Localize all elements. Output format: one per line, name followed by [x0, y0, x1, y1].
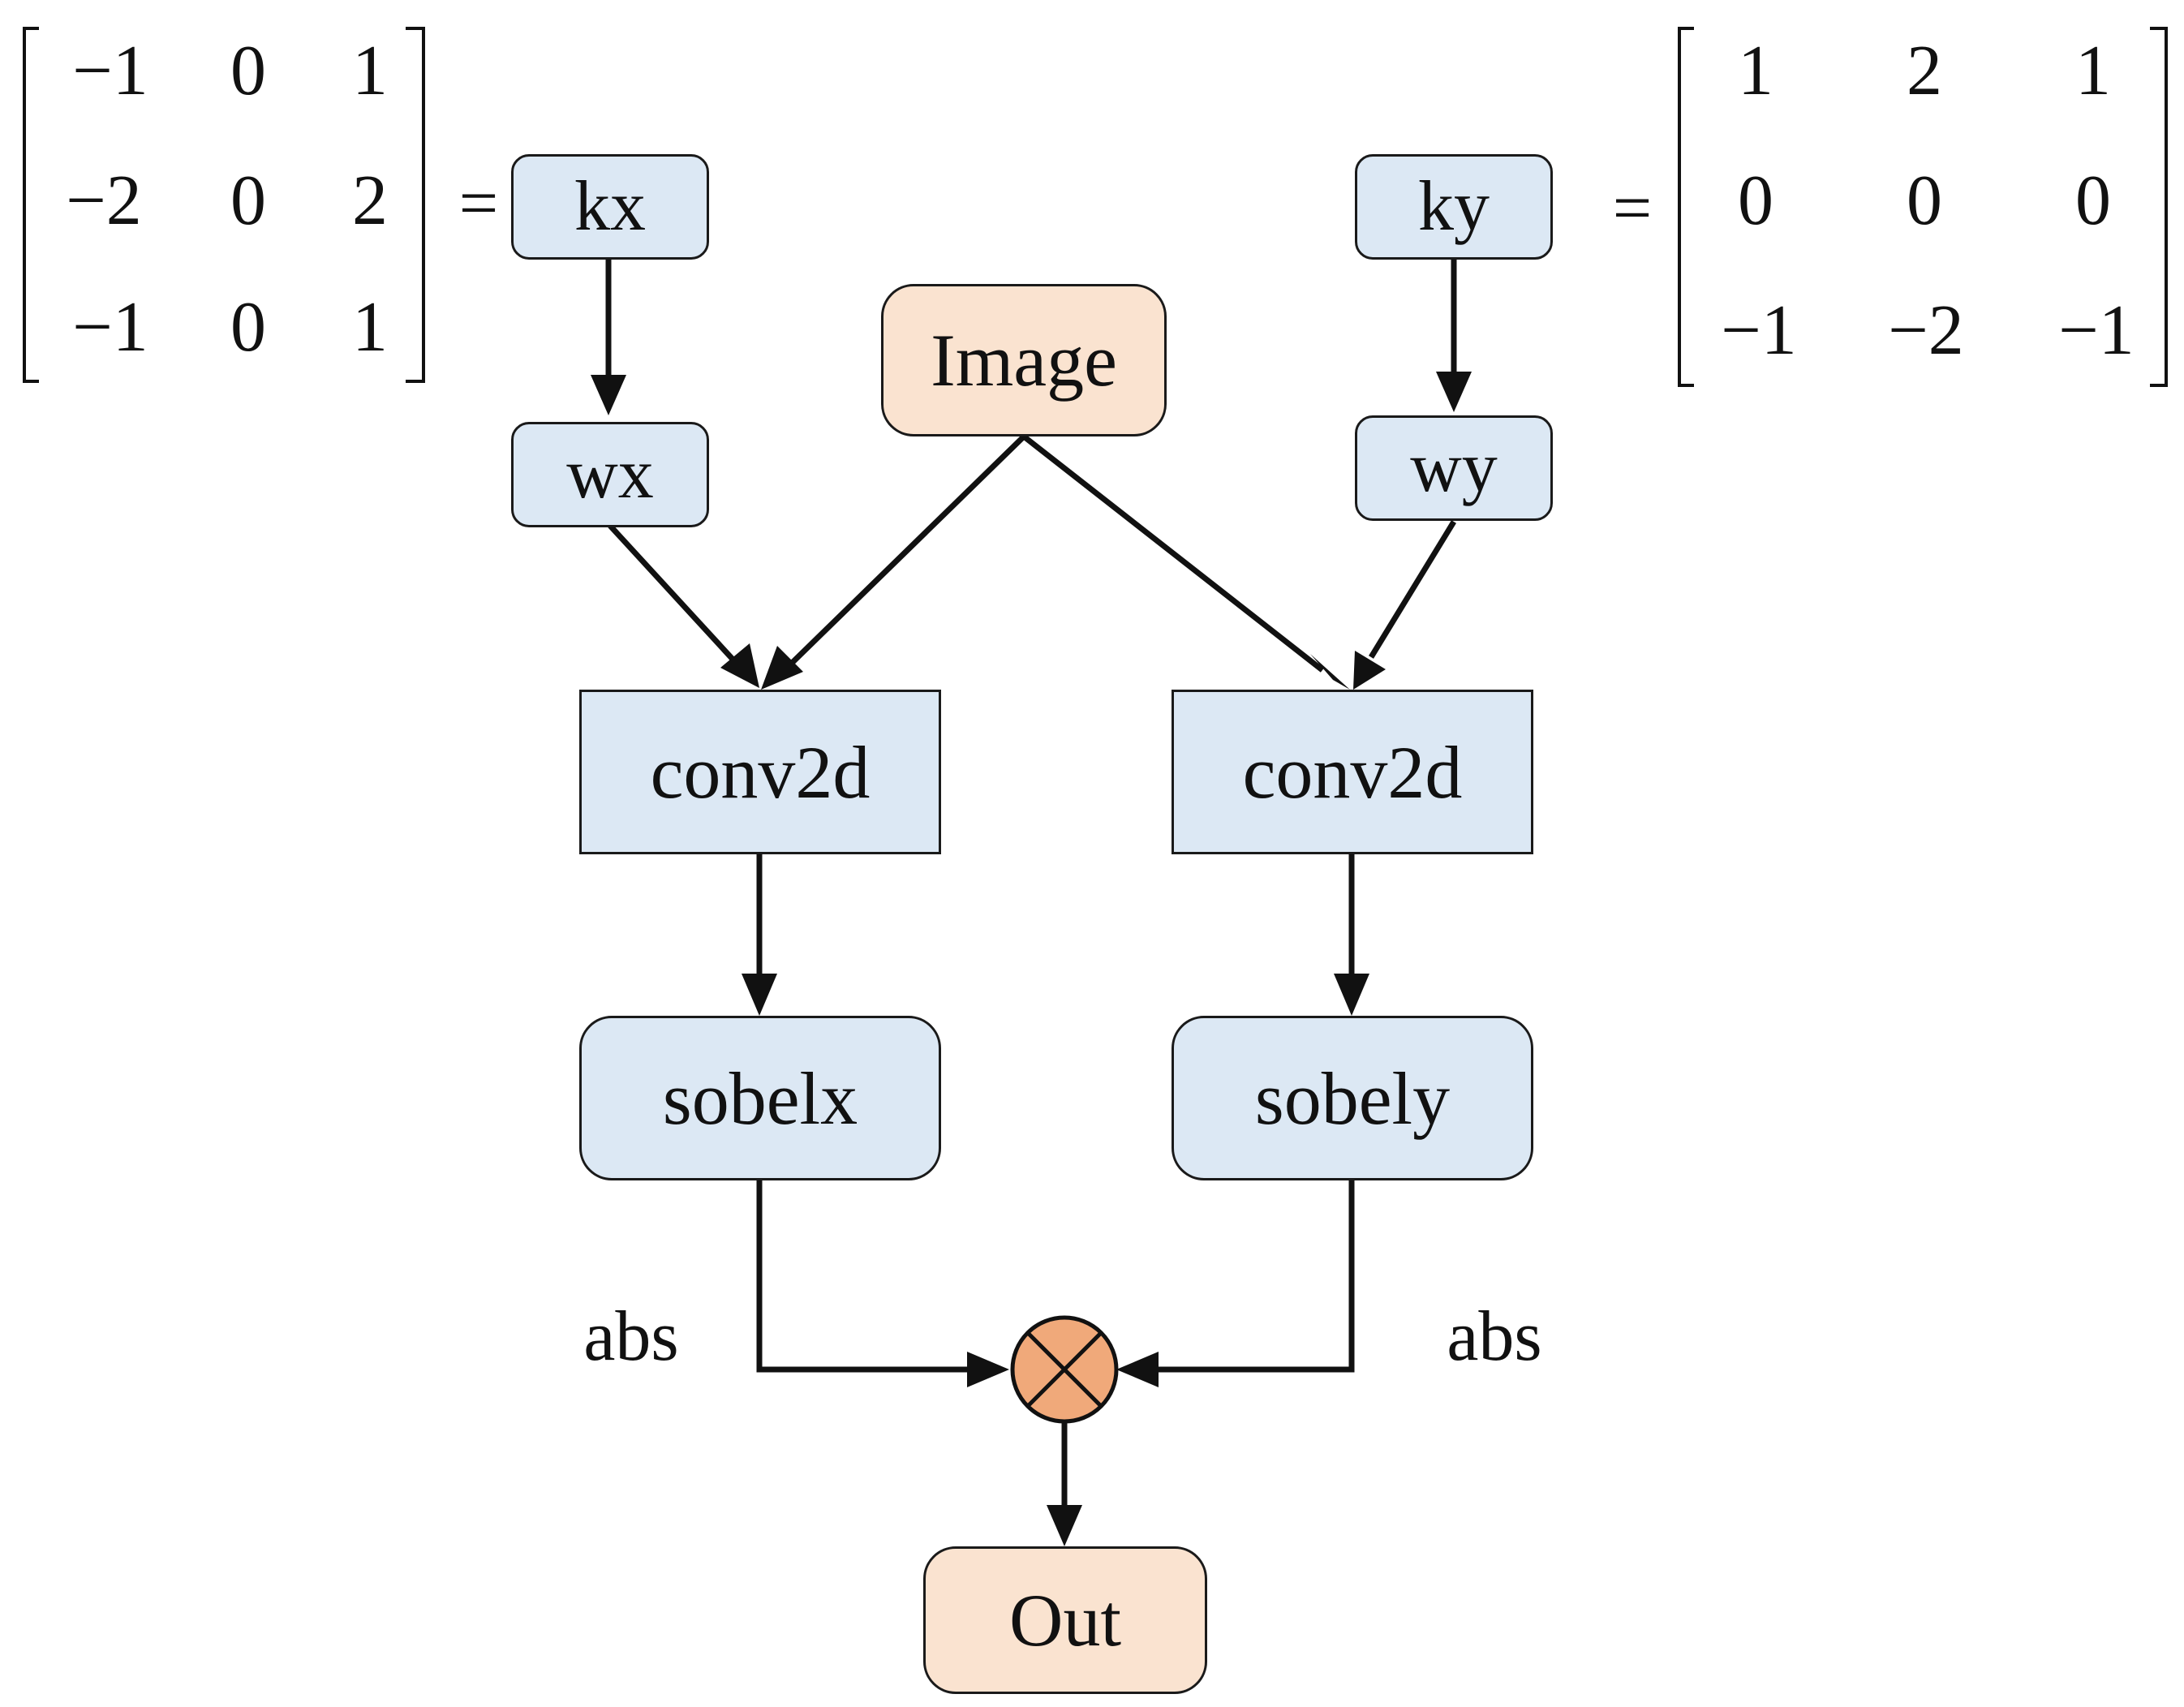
wx-node: wx	[511, 422, 709, 527]
matrix-left-cell: 0	[230, 161, 266, 240]
edge-sobelx-to-multiply	[756, 1180, 1009, 1387]
edge-sobely-to-multiply	[1116, 1180, 1355, 1387]
conv2d-right-node: conv2d	[1172, 690, 1533, 854]
abs-label-left: abs	[583, 1297, 679, 1376]
edge-wx-to-conv-left	[608, 523, 759, 688]
matrix-right-cell: 2	[1907, 32, 1942, 110]
matrix-right-cell: 0	[1907, 161, 1942, 240]
sobelx-node: sobelx	[579, 1016, 941, 1180]
matrix-left-cell: 0	[230, 32, 266, 110]
matrix-right-cell: 1	[1738, 32, 1773, 110]
matrix-left-cell: 1	[352, 288, 388, 367]
matrix-left-brackets	[23, 27, 425, 383]
matrix-right-cell: 0	[1738, 161, 1773, 240]
matrix-right-cell: −1	[1721, 291, 1797, 370]
multiply-circle-icon	[1010, 1315, 1119, 1424]
edge-conv-left-to-sobelx	[742, 854, 777, 1016]
conv2d-left-node: conv2d	[579, 690, 941, 854]
edge-conv-right-to-sobely	[1334, 854, 1369, 1016]
sobely-node: sobely	[1172, 1016, 1533, 1180]
matrix-right-cell: 1	[2075, 32, 2111, 110]
kx-node: kx	[511, 154, 709, 260]
abs-label-right: abs	[1447, 1297, 1542, 1376]
matrix-left-cell: −1	[72, 32, 148, 110]
matrix-left-cell: −1	[72, 288, 148, 367]
matrix-left-cell: 1	[352, 32, 388, 110]
edge-image-to-conv-left	[761, 434, 1026, 690]
wy-node: wy	[1355, 415, 1553, 521]
equals-sign-right: =	[1612, 169, 1653, 247]
edge-wy-to-conv-right	[1353, 520, 1456, 690]
matrix-right-cell: 0	[2075, 161, 2111, 240]
image-node: Image	[881, 284, 1167, 436]
edge-ky-to-wy	[1436, 260, 1472, 412]
edge-image-to-conv-right	[1021, 434, 1350, 690]
edge-kx-to-wx	[591, 260, 626, 415]
matrix-left-cell: −2	[66, 161, 142, 240]
matrix-right-brackets	[1678, 27, 2168, 387]
matrix-left-cell: 0	[230, 288, 266, 367]
matrix-left-cell: 2	[352, 161, 388, 240]
ky-node: ky	[1355, 154, 1553, 260]
equals-sign-left: =	[458, 164, 499, 242]
matrix-right-cell: −2	[1888, 291, 1964, 370]
matrix-right-cell: −1	[2058, 291, 2135, 370]
out-node: Out	[923, 1546, 1207, 1694]
edge-multiply-to-out	[1047, 1421, 1082, 1546]
